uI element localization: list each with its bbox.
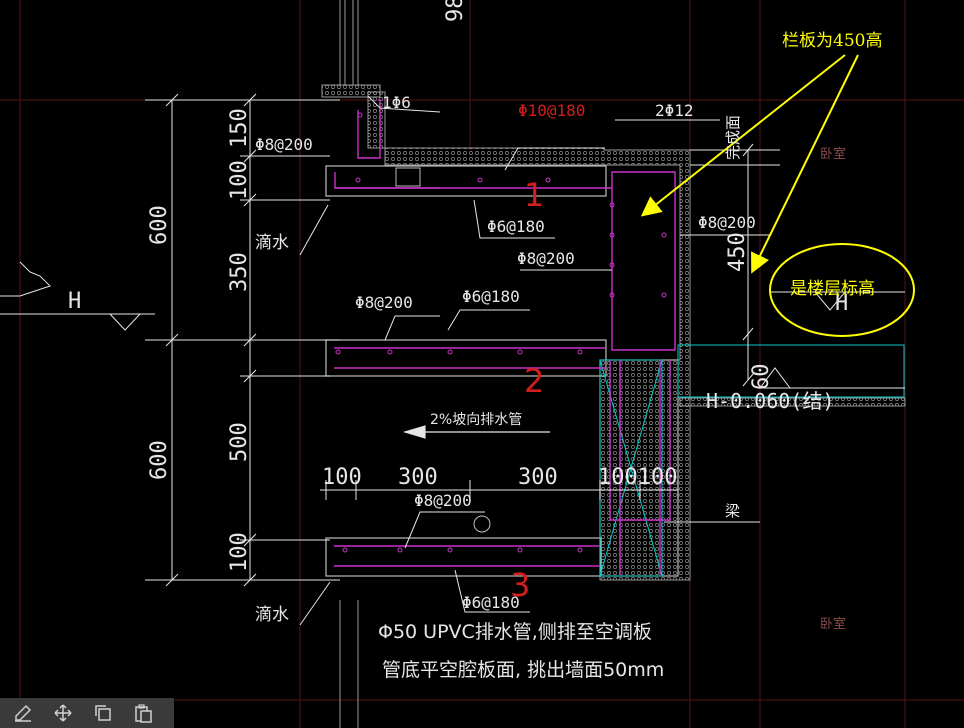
rebar-phi6-180-c: Φ6@180 bbox=[462, 593, 520, 612]
dim-100-b: 100 bbox=[227, 532, 252, 572]
dim-60: 60 bbox=[749, 364, 774, 391]
section-number-3: 3 bbox=[510, 566, 530, 604]
move-button[interactable] bbox=[50, 700, 76, 726]
bedroom-label-top: 卧室 bbox=[820, 146, 846, 162]
pipe-note-line-2: 管底平空腔板面, 挑出墙面50mm bbox=[382, 659, 664, 681]
drip-label-top: 滴水 bbox=[255, 233, 289, 253]
drip-label-bottom: 滴水 bbox=[255, 605, 289, 625]
bottom-dim-300-b: 300 bbox=[518, 465, 558, 490]
dim-350: 350 bbox=[227, 252, 252, 292]
copy-icon bbox=[95, 705, 111, 721]
rebar-phi10-180: Φ10@180 bbox=[518, 101, 585, 120]
bottom-dim-100: 100 bbox=[322, 465, 362, 490]
paste-icon bbox=[135, 704, 152, 723]
rebar-1phi6: 1Φ6 bbox=[382, 93, 411, 112]
bottom-dim-100100: 100100 bbox=[598, 465, 677, 490]
rebar-phi8-200-d: Φ8@200 bbox=[355, 293, 413, 312]
rebar-phi8-200-b: Φ8@200 bbox=[517, 249, 575, 268]
dim-98: 98 bbox=[443, 0, 468, 22]
rebar-phi6-180-b: Φ6@180 bbox=[462, 287, 520, 306]
level-h-right: H bbox=[835, 291, 848, 316]
slope-label: 2%坡向排水管 bbox=[430, 412, 522, 428]
paste-button[interactable] bbox=[130, 700, 156, 726]
section-number-2: 2 bbox=[524, 362, 544, 400]
level-h-060: H-0.060(结) bbox=[706, 389, 834, 413]
rebar-phi8-200-a: Φ8@200 bbox=[255, 135, 313, 154]
bedroom-label-bottom: 卧室 bbox=[820, 616, 846, 632]
rebar-phi6-180-a: Φ6@180 bbox=[487, 217, 545, 236]
note-floor-level: 是楼层标高 bbox=[790, 279, 875, 299]
dim-100-a: 100 bbox=[227, 160, 252, 200]
bottom-dim-300-a: 300 bbox=[398, 465, 438, 490]
edit-icon bbox=[15, 704, 32, 722]
edit-button[interactable] bbox=[10, 700, 36, 726]
pipe-note-line-1: Φ50 UPVC排水管,侧排至空调板 bbox=[378, 621, 652, 643]
dim-150: 150 bbox=[227, 108, 252, 148]
dim-500: 500 bbox=[227, 422, 252, 462]
copy-button[interactable] bbox=[90, 700, 116, 726]
section-number-1: 1 bbox=[524, 176, 544, 214]
beam-label: 梁 bbox=[725, 502, 740, 520]
note-railing-height: 栏板为450高 bbox=[782, 31, 882, 51]
bottom-toolbar bbox=[0, 698, 174, 728]
dim-600-b: 600 bbox=[147, 440, 172, 480]
level-h-left: H bbox=[68, 289, 81, 314]
move-icon bbox=[54, 704, 72, 722]
rebar-2phi12: 2Φ12 bbox=[655, 101, 694, 120]
dim-600-a: 600 bbox=[147, 205, 172, 245]
finish-face-label: 完成面 bbox=[724, 115, 742, 160]
dim-450: 450 bbox=[725, 232, 750, 272]
rebar-phi8-200-e: Φ8@200 bbox=[414, 491, 472, 510]
rebar-phi8-200-c: Φ8@200 bbox=[698, 213, 756, 232]
